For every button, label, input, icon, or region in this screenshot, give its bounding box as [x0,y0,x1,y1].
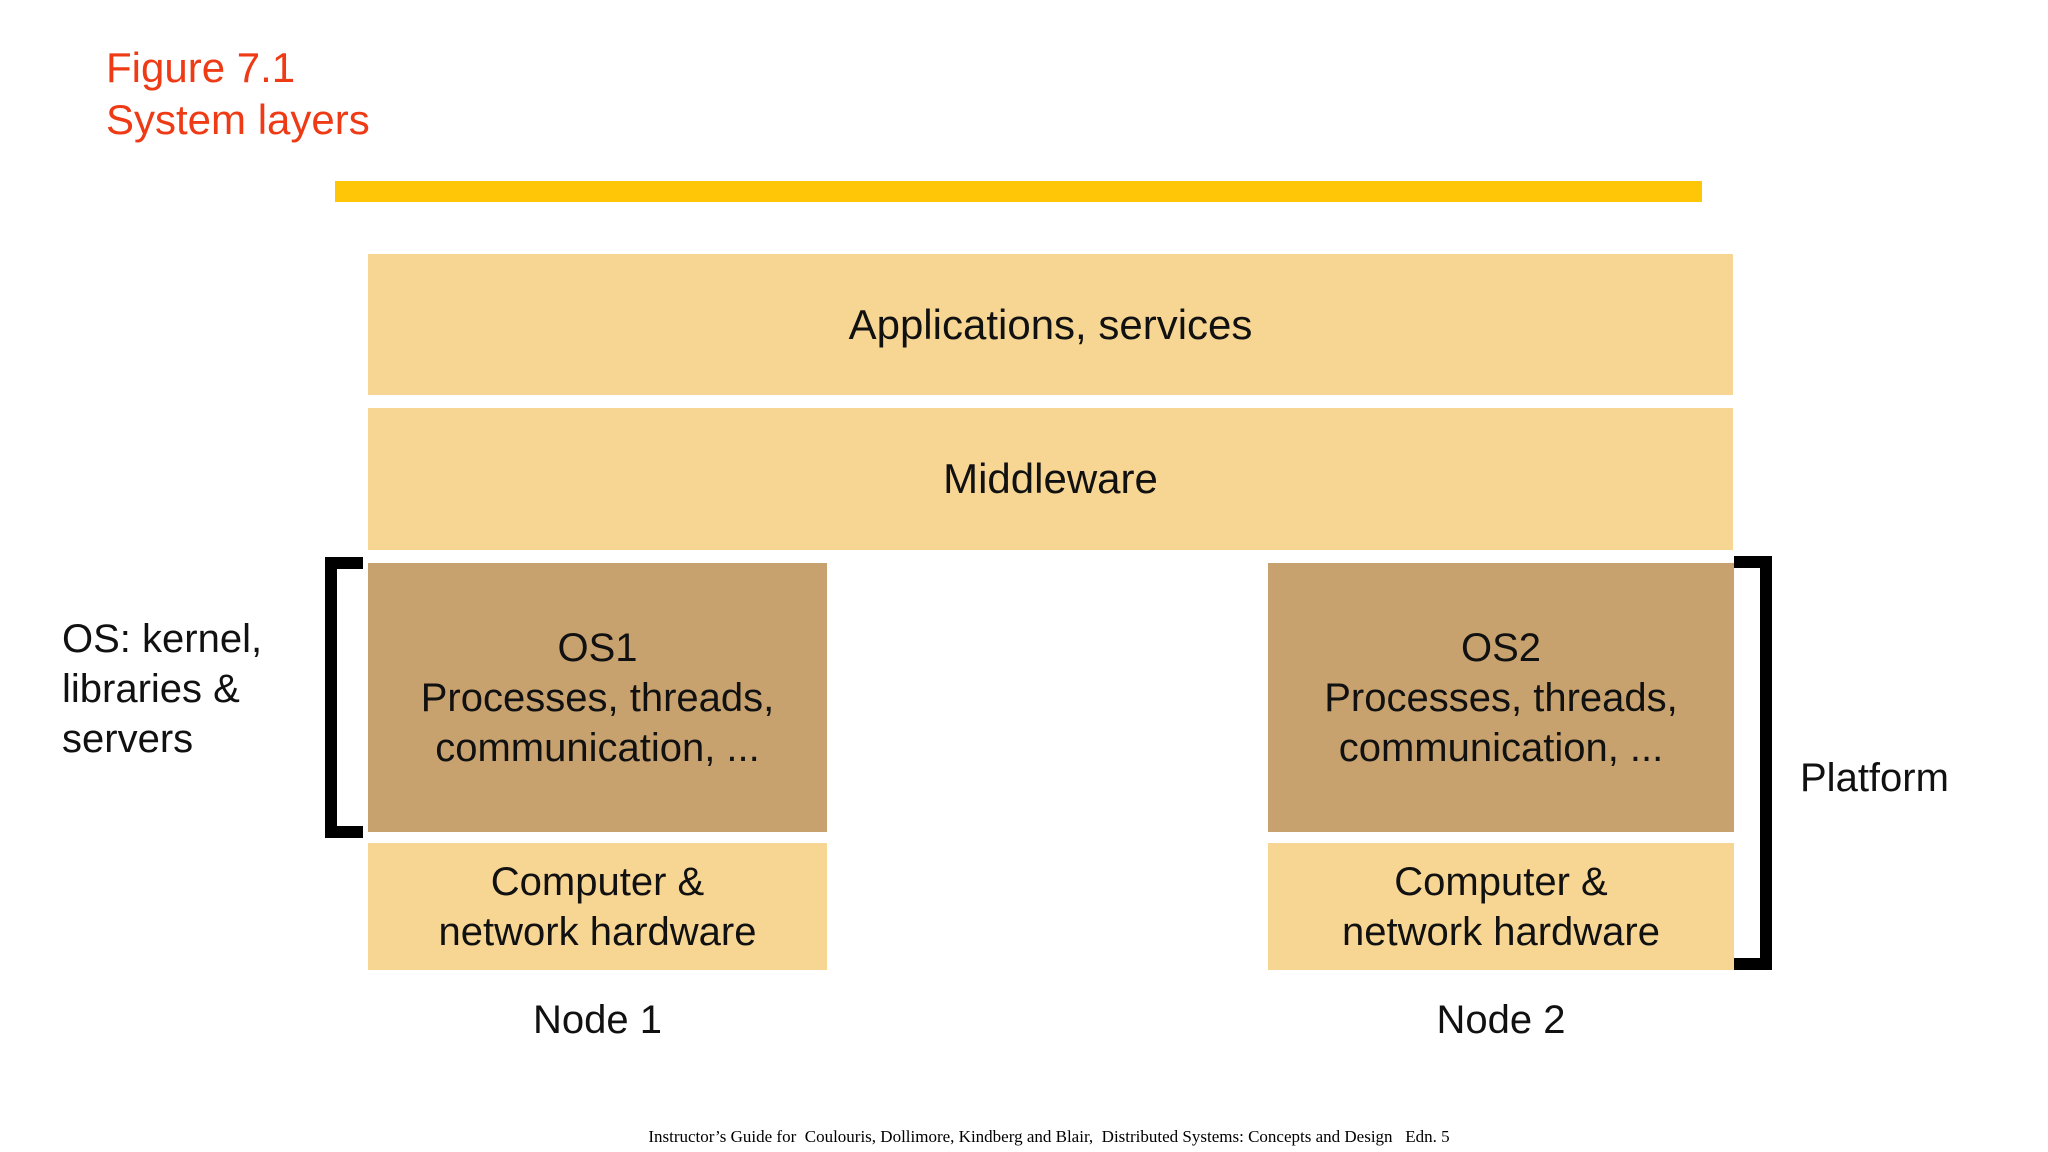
os-kernel-line3: servers [62,717,194,761]
node1-label: Node 1 [533,998,662,1042]
os1-layer-box: OS1 Processes, threads, communication, .… [368,563,827,832]
hardware2-line2: network hardware [1342,909,1660,954]
os-kernel-line1: OS: kernel, [62,617,263,661]
applications-layer-label: Applications, services [848,300,1253,348]
platform-side-label: Platform [1800,756,1949,800]
os2-detail-line1: Processes, threads, [1324,675,1678,720]
os2-detail-line2: communication, ... [1338,725,1664,770]
os-kernel-line2: libraries & [62,667,240,711]
hardware-box-node1: Computer & network hardware [368,843,827,970]
os-kernel-side-label: OS: kernel, libraries & servers [62,614,262,764]
os1-detail-line1: Processes, threads, [420,675,775,720]
hardware-box-node2: Computer & network hardware [1268,843,1734,970]
copyright-footer: Instructor’s Guide for Coulouris, Dollim… [50,1084,2048,1152]
footer-line1: Instructor’s Guide for Coulouris, Dollim… [648,1127,1450,1146]
hardware1-line2: network hardware [438,909,757,954]
figure-title: Figure 7.1 System layers [106,42,370,146]
os1-detail-line2: communication, ... [435,725,760,770]
os2-title: OS2 [1460,625,1542,670]
node2-label: Node 2 [1436,998,1566,1042]
middleware-layer-label: Middleware [943,455,1158,502]
yellow-divider-bar [335,181,1702,202]
hardware2-line1: Computer & [1394,859,1608,904]
hardware1-line1: Computer & [490,859,705,904]
middleware-layer-box: Middleware [368,408,1733,550]
applications-layer-box: Applications, services [368,254,1733,395]
left-bracket [325,557,363,838]
os2-layer-box: OS2 Processes, threads, communication, .… [1268,563,1734,832]
figure-title-line1: Figure 7.1 [106,44,296,91]
figure-title-line2: System layers [106,96,370,143]
os1-title: OS1 [557,625,638,670]
right-bracket [1734,556,1772,970]
